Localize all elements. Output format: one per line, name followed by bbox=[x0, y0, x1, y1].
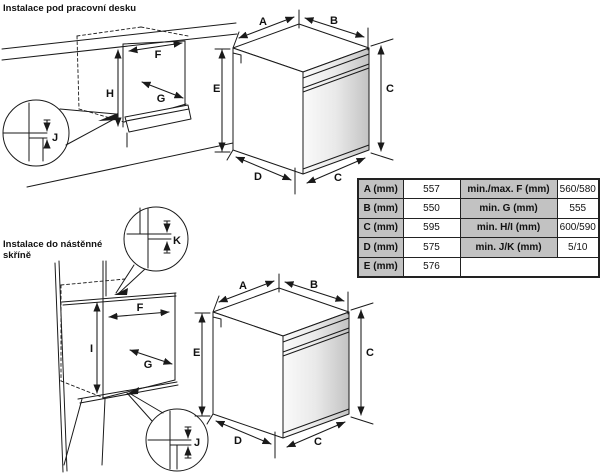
oven-dimensions-diagram-bottom: A B E C D C bbox=[193, 273, 374, 459]
dim-label-h: H bbox=[106, 88, 114, 100]
dim-label-cell: min. J/K (mm) bbox=[459, 237, 558, 258]
dim-value-cell: 600/590 bbox=[556, 217, 600, 238]
dim-label-c-depth: C bbox=[334, 172, 342, 184]
dim-label-cell: D (mm) bbox=[357, 237, 404, 258]
empty-cell bbox=[459, 256, 600, 277]
wall-cabinet-niche-diagram: F I G K J bbox=[54, 206, 209, 473]
dim-label-c-depth: C bbox=[314, 436, 322, 448]
table-row: E (mm) 576 bbox=[357, 256, 600, 277]
table-row: A (mm) 557 min./max. F (mm) 560/580 bbox=[357, 178, 600, 199]
dim-label-a: A bbox=[239, 280, 247, 292]
dim-label-c-height: C bbox=[366, 347, 374, 359]
dim-value-cell: 576 bbox=[402, 256, 461, 277]
dim-value-cell: 560/580 bbox=[556, 178, 600, 199]
worktop-niche-diagram: F H G J bbox=[1, 22, 238, 188]
dim-value-cell: 550 bbox=[402, 198, 461, 219]
dim-label-cell: B (mm) bbox=[357, 198, 404, 219]
dim-label-j: J bbox=[194, 437, 200, 449]
worktop-title-text: Instalace pod pracovní desku bbox=[3, 3, 137, 14]
dim-label-f: F bbox=[155, 49, 162, 61]
dim-value-cell: 575 bbox=[402, 237, 461, 258]
dim-label-cell: min./max. F (mm) bbox=[459, 178, 558, 199]
dim-label-cell: min. G (mm) bbox=[459, 198, 558, 219]
dim-label-f: F bbox=[137, 302, 144, 314]
table-row: D (mm) 575 min. J/K (mm) 5/10 bbox=[357, 237, 600, 258]
worktop-niche-linework bbox=[1, 22, 238, 188]
dim-label-d: D bbox=[234, 435, 242, 447]
oven-bottom-linework bbox=[194, 273, 374, 459]
dim-label-c-height: C bbox=[386, 83, 394, 95]
wall-cabinet-title-line1: Instalace do nástěnné bbox=[3, 239, 103, 250]
dim-label-a: A bbox=[259, 16, 267, 28]
wall-cabinet-linework bbox=[54, 206, 209, 473]
dim-label-g: G bbox=[157, 93, 166, 105]
dim-label-j: J bbox=[52, 132, 58, 144]
oven-dimensions-diagram-top: A B E C D C bbox=[213, 9, 394, 195]
worktop-installation-title: Instalace pod pracovní desku bbox=[3, 3, 136, 14]
dim-label-b: B bbox=[310, 279, 318, 291]
table-row: C (mm) 595 min. H/I (mm) 600/590 bbox=[357, 217, 600, 238]
dim-label-e: E bbox=[193, 347, 200, 359]
dim-label-cell: min. H/I (mm) bbox=[459, 217, 558, 238]
dim-label-e: E bbox=[213, 83, 220, 95]
wall-cabinet-installation-title: Instalace do nástěnné skříně bbox=[3, 239, 102, 261]
dim-value-cell: 595 bbox=[402, 217, 461, 238]
dim-label-cell: E (mm) bbox=[357, 256, 404, 277]
dim-value-cell: 557 bbox=[402, 178, 461, 199]
dim-label-g: G bbox=[144, 359, 153, 371]
table-row: B (mm) 550 min. G (mm) 555 bbox=[357, 198, 600, 219]
dim-label-cell: C (mm) bbox=[357, 217, 404, 238]
dimensions-table: A (mm) 557 min./max. F (mm) 560/580 B (m… bbox=[357, 178, 600, 278]
dim-label-d: D bbox=[254, 171, 262, 183]
dim-label-b: B bbox=[330, 15, 338, 27]
oven-top-linework bbox=[214, 9, 394, 195]
dim-label-i: I bbox=[90, 343, 93, 355]
wall-cabinet-title-line2: skříně bbox=[3, 250, 31, 261]
dim-label-cell: A (mm) bbox=[357, 178, 404, 199]
dim-label-k: K bbox=[173, 235, 181, 247]
dim-value-cell: 555 bbox=[556, 198, 600, 219]
dim-value-cell: 5/10 bbox=[556, 237, 600, 258]
